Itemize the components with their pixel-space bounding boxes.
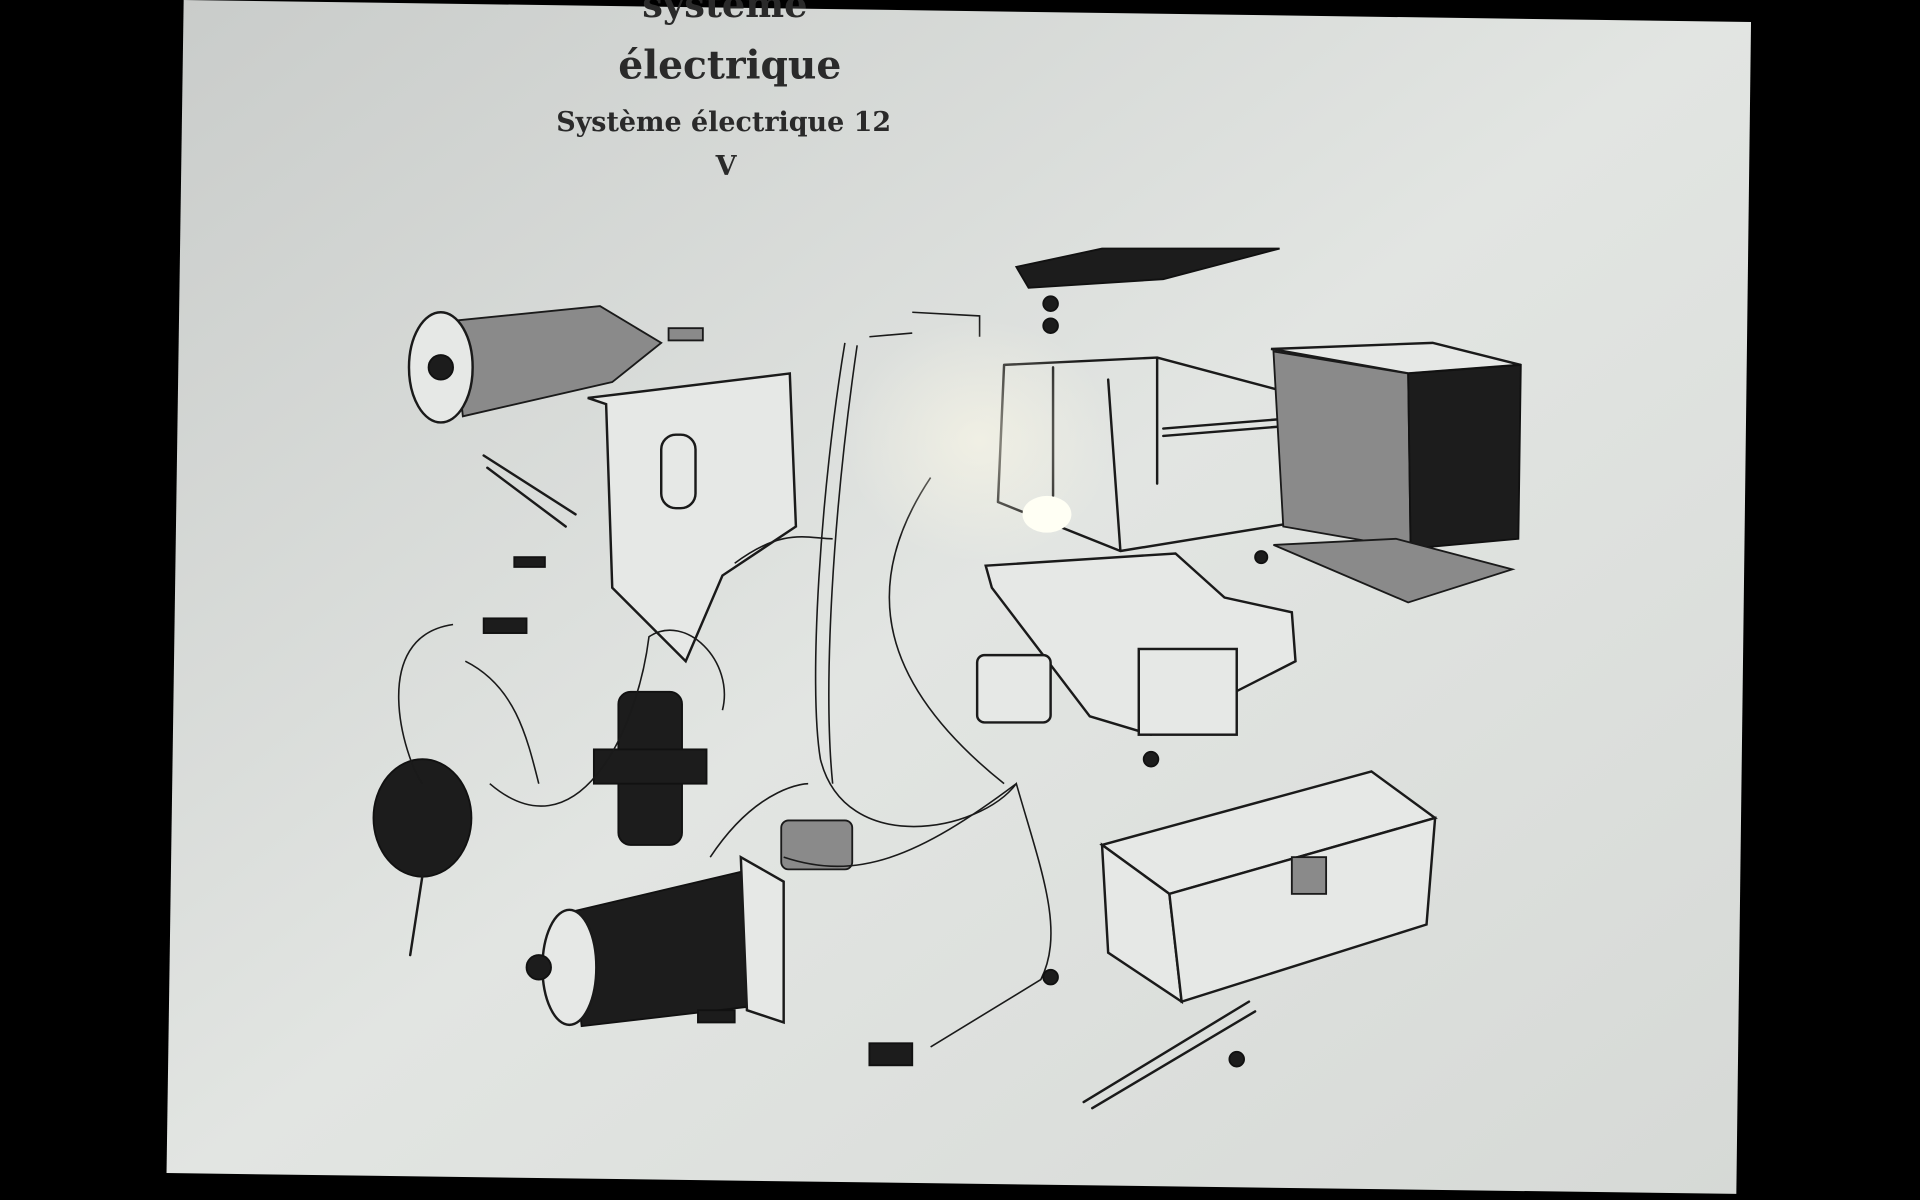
battery-cover-part	[1014, 247, 1280, 289]
screen-glare-hotspot	[1022, 495, 1072, 533]
exploded-electrical-diagram	[372, 247, 1522, 1110]
regulator-part	[975, 653, 1052, 724]
bracket-part	[587, 372, 798, 664]
subtitle-line-2: V	[715, 151, 738, 182]
small-fasteners	[482, 295, 1269, 1068]
heading-line-2: électrique	[618, 42, 841, 88]
battery-tray-part	[984, 552, 1297, 737]
distributor-part	[372, 758, 473, 957]
dynamo-part	[407, 305, 704, 424]
screen-display	[166, 0, 1752, 1194]
subtitle-line-1: Système électrique 12	[556, 107, 891, 138]
page-heading: système électrique Système électrique 12…	[556, 0, 891, 182]
screen-glare	[844, 318, 1115, 564]
switch-part	[780, 819, 854, 871]
starter-motor-part	[525, 854, 785, 1028]
heading-line-1: système	[642, 0, 807, 26]
toolbox-part	[1099, 770, 1438, 1005]
battery-part	[1270, 341, 1522, 604]
ignition-coil-part	[592, 690, 708, 846]
